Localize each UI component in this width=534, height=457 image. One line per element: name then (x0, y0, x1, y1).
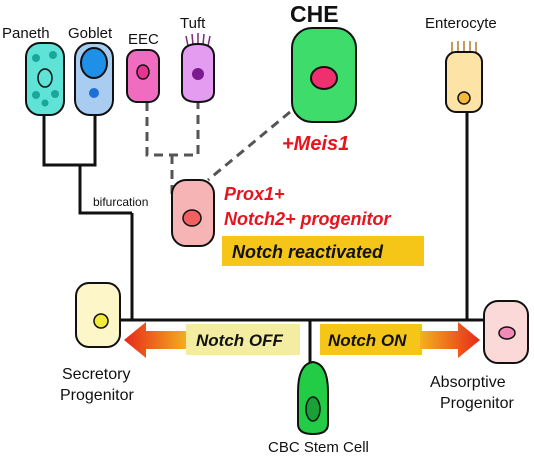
che-cell-icon (291, 27, 357, 123)
notch-off-arrow: Notch OFF (124, 322, 300, 358)
notch-off-label: Notch OFF (196, 331, 283, 350)
secretory-progenitor-icon (75, 282, 121, 348)
secretory-stem-line (78, 165, 132, 215)
notch-on-arrow: Notch ON (320, 322, 480, 358)
paneth-label: Paneth (2, 25, 50, 42)
trunk-line (130, 100, 469, 322)
paneth-cell-icon (25, 42, 65, 116)
secretory-label-line2: Progenitor (60, 387, 134, 404)
absorptive-label-line1: Absorptive (430, 374, 506, 391)
che-to-progenitor-dashed (207, 110, 291, 182)
secretory-label-line1: Secretory (62, 366, 130, 383)
che-label: CHE (290, 1, 339, 27)
eec-tuft-dashed (145, 102, 200, 157)
enterocyte-cell-icon (445, 41, 483, 113)
bifurcation-label: bifurcation (93, 195, 148, 209)
eec-label: EEC (128, 31, 159, 48)
absorptive-progenitor-icon (483, 300, 529, 364)
notch-reactivated-badge: Notch reactivated (222, 236, 424, 266)
goblet-cell-icon (74, 42, 114, 116)
goblet-label: Goblet (68, 25, 113, 42)
cbc-stem-cell-icon (297, 360, 329, 436)
prox1-annotation: Prox1+ (224, 184, 285, 204)
paneth-goblet-branch (42, 115, 97, 167)
dashed-connectors (145, 102, 291, 195)
meis1-annotation: +Meis1 (282, 133, 349, 155)
progenitor-cell-icon (171, 179, 215, 247)
absorptive-label-line2: Progenitor (440, 395, 514, 412)
cbc-label: CBC Stem Cell (268, 439, 369, 456)
notch2-annotation: Notch2+ progenitor (224, 209, 392, 229)
notch-on-label: Notch ON (328, 331, 407, 350)
eec-cell-icon (126, 49, 160, 103)
enterocyte-label: Enterocyte (425, 15, 497, 32)
bifurcation-tag: bifurcation (91, 193, 161, 209)
notch-reactivated-text: Notch reactivated (232, 242, 384, 262)
tuft-cell-icon (181, 33, 215, 104)
tuft-label: Tuft (180, 15, 206, 32)
